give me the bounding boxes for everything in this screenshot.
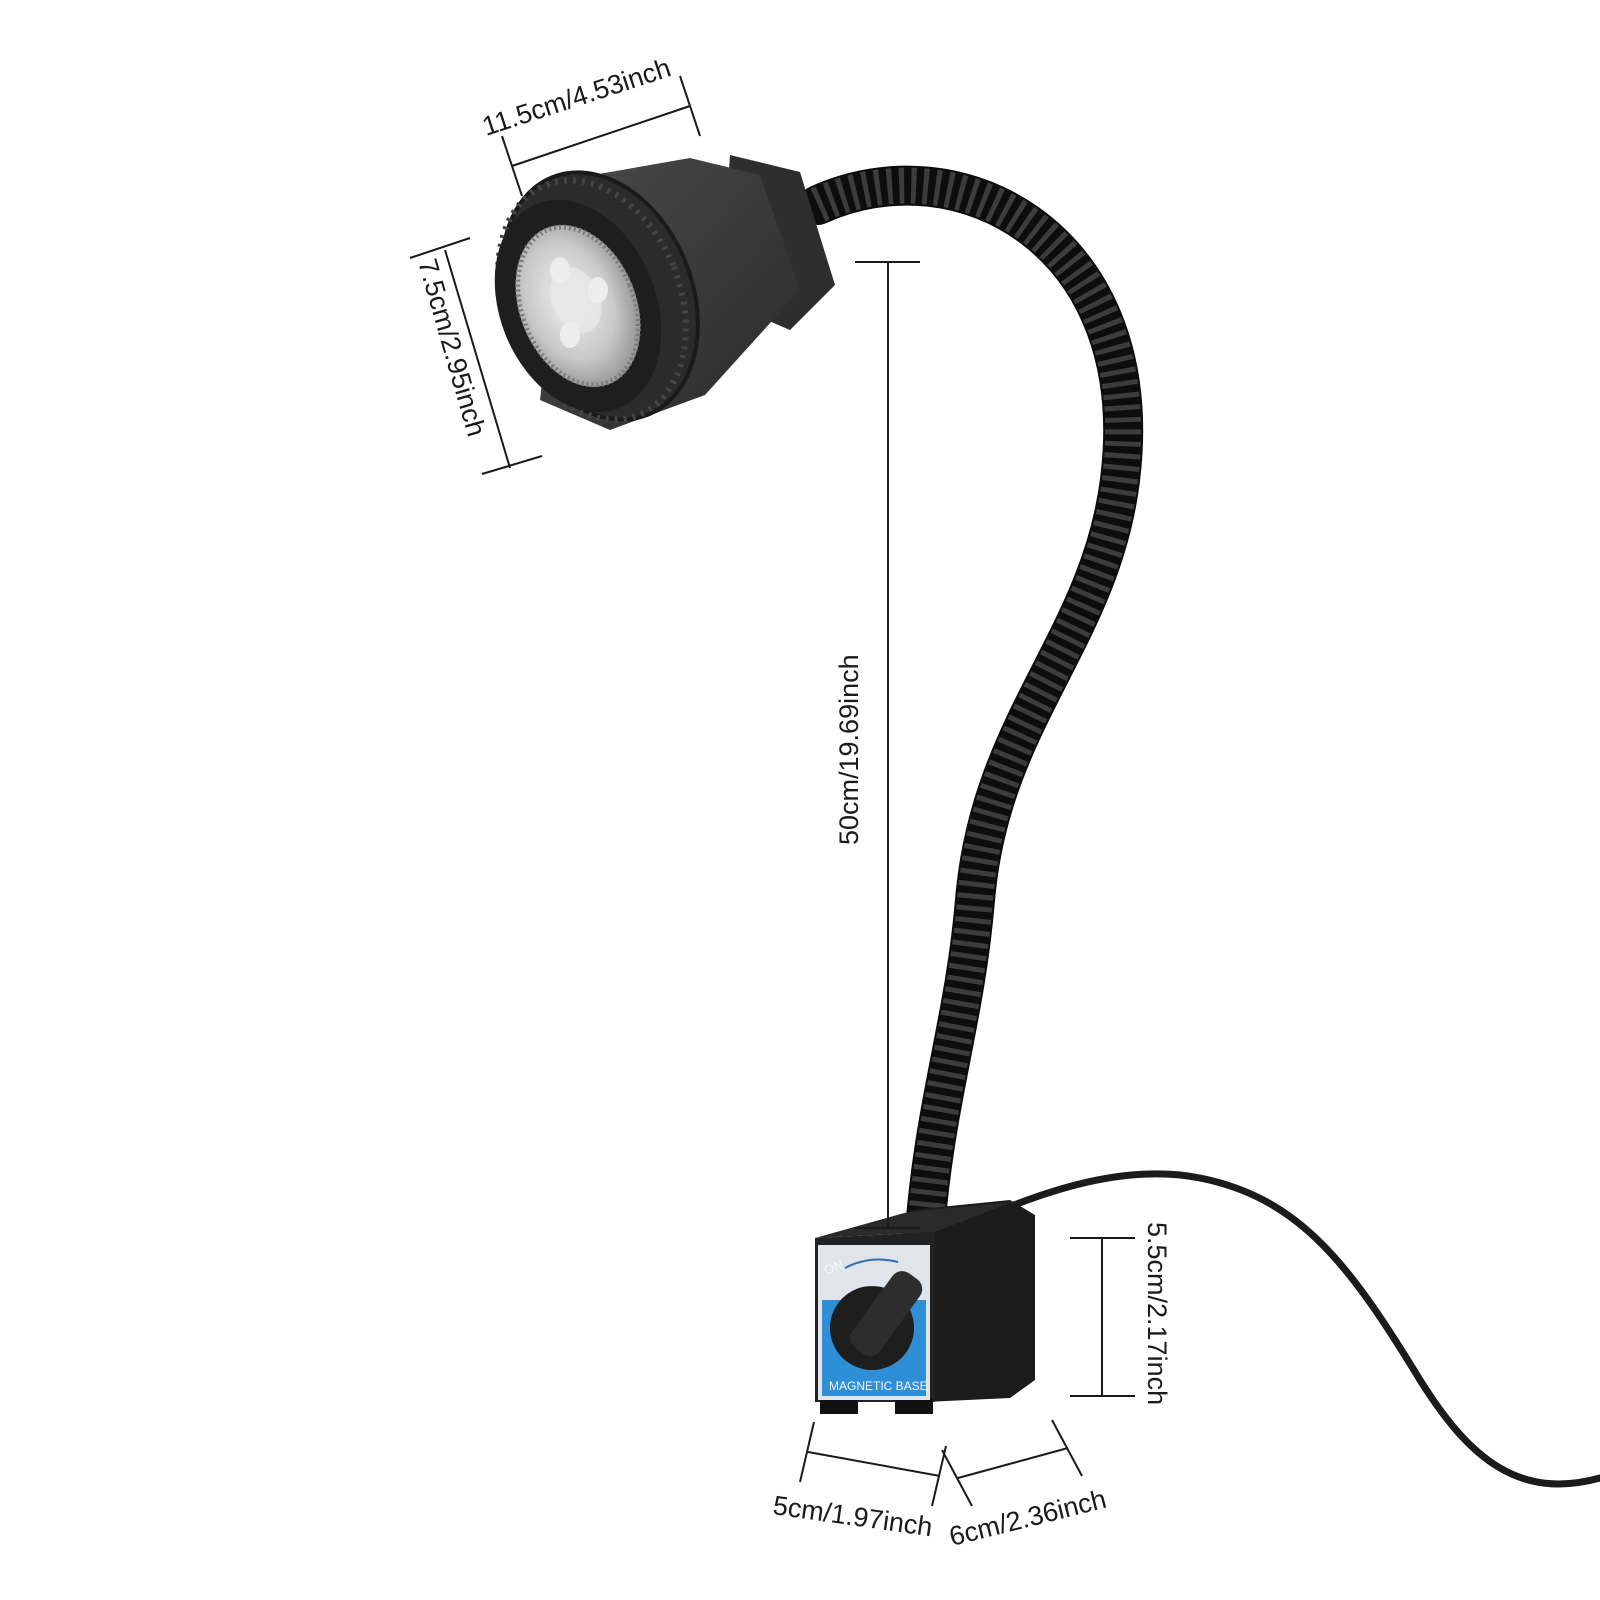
magnetic-base: ON MAGNETIC BASE <box>815 1200 1035 1414</box>
dimension-base-depth: 6cm/2.36inch <box>941 1419 1109 1552</box>
label-base-width: 5cm/1.97inch <box>771 1490 934 1542</box>
switch-knob[interactable] <box>830 1266 927 1370</box>
dimension-base-width: 5cm/1.97inch <box>771 1421 947 1542</box>
lamp-head <box>494 155 835 430</box>
label-head-diameter: 7.5cm/2.95inch <box>412 255 491 439</box>
plate-brand-label: MAGNETIC BASE <box>829 1379 928 1393</box>
label-base-height: 5.5cm/2.17inch <box>1142 1222 1172 1405</box>
label-base-depth: 6cm/2.36inch <box>946 1484 1109 1552</box>
dimension-base-height: 5.5cm/2.17inch <box>1070 1222 1172 1405</box>
label-head-length: 11.5cm/4.53inch <box>479 53 675 142</box>
dimension-hose-length: 50cm/19.69inch <box>834 261 920 1229</box>
power-cord <box>948 1170 1600 1488</box>
plate-on-label: ON <box>822 1257 845 1278</box>
gooseneck-hose <box>798 165 1144 1250</box>
label-hose-length: 50cm/19.69inch <box>834 654 864 845</box>
